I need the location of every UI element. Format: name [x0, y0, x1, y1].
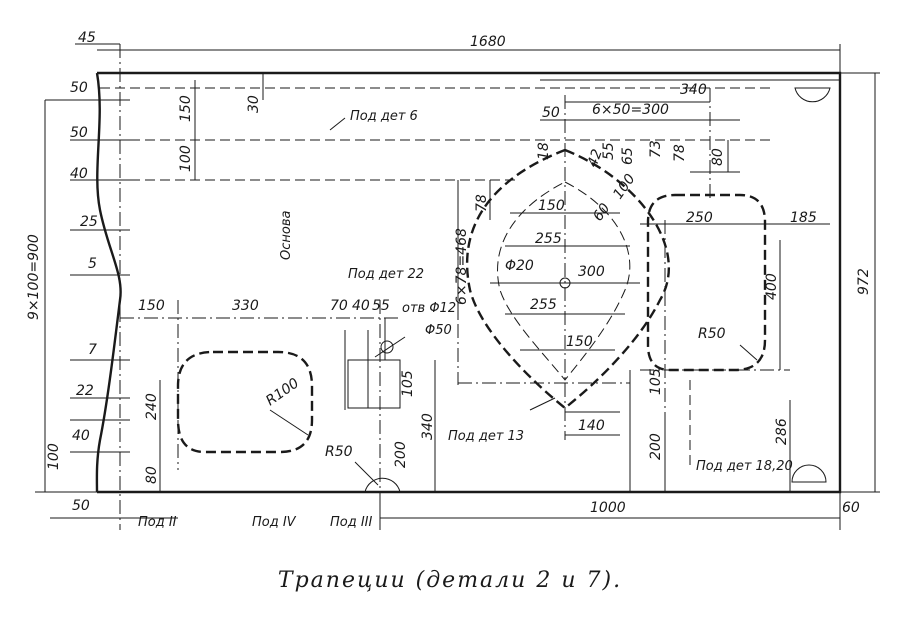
annotation-labels: Под дет 6 Основа Под дет 22 отв Φ12 Φ50 …	[138, 109, 793, 530]
dim-right-200: 200	[648, 433, 664, 460]
dim-left-25: 25	[80, 214, 98, 230]
dim-6x50: 6×50=300	[592, 102, 669, 118]
label-pod-det-18-20: Под дет 18,20	[696, 459, 793, 474]
right-window	[646, 193, 767, 372]
dim-40: 40	[352, 298, 370, 314]
label-pod-IV: Под IV	[252, 515, 297, 530]
dim-80: 80	[144, 466, 160, 484]
dim-left-22: 22	[76, 383, 94, 399]
dim-oval-150-bot: 150	[566, 334, 593, 350]
label-osnova: Основа	[279, 211, 294, 260]
dim-left-100: 100	[46, 443, 62, 470]
figure-caption: Трапеции (детали 2 и 7).	[277, 568, 623, 593]
dim-240: 240	[144, 393, 160, 420]
dim-left-50a: 50	[70, 80, 88, 96]
dim-oval-150-top: 150	[538, 198, 565, 214]
dim-oval-300: 300	[578, 264, 605, 280]
dim-1000: 1000	[590, 500, 626, 516]
dim-oval-18: 18	[536, 142, 552, 160]
construction-lines	[100, 44, 790, 530]
dim-60: 60	[842, 500, 860, 516]
part-outline	[35, 71, 880, 494]
dim-oval-78a: 78	[672, 144, 688, 162]
dim-right-250: 250	[686, 210, 713, 226]
dim-900: 9×100=900	[26, 234, 42, 320]
dim-bottom-50: 50	[72, 498, 90, 514]
dim-oval-78b: 78	[474, 194, 490, 212]
dim-oval-100: 100	[610, 171, 638, 202]
dim-left-40a: 40	[70, 166, 88, 182]
dim-right-400: 400	[764, 273, 780, 300]
dim-oval-73: 73	[648, 140, 664, 158]
dimension-texts: 45 1680 340 6×50=300 50 50 50 40 25 5 7 …	[26, 30, 872, 516]
dim-oval-468: 6×78=468	[454, 228, 470, 305]
dim-left-5: 5	[88, 256, 97, 272]
dim-70: 70	[330, 298, 348, 314]
middle-bracket	[347, 330, 406, 409]
dim-200-left: 200	[393, 441, 409, 468]
corner-notches	[364, 87, 831, 493]
dim-972: 972	[856, 268, 872, 295]
dim-R50-left: R50	[325, 444, 353, 460]
label-pod-det-22: Под дет 22	[348, 267, 424, 282]
dim-45: 45	[78, 30, 96, 46]
dim-R100: R100	[263, 375, 302, 409]
dim-left-50b: 50	[70, 125, 88, 141]
label-otv-phi12: отв Φ12	[402, 301, 456, 316]
label-phi50: Φ50	[425, 323, 452, 338]
dimension-lines	[44, 43, 880, 530]
dim-oval-255-bot: 255	[530, 297, 557, 313]
hole-phi12	[380, 340, 394, 354]
dim-330: 330	[232, 298, 259, 314]
dim-oval-255-top: 255	[535, 231, 562, 247]
dim-right-105: 105	[648, 368, 664, 395]
wavy-left-edge	[95, 72, 122, 493]
dim-oval-65: 65	[620, 147, 636, 165]
dim-50-top: 50	[542, 105, 560, 121]
dim-30: 30	[246, 95, 262, 113]
dim-left-7: 7	[88, 342, 97, 358]
dim-R50-right: R50	[698, 326, 726, 342]
dim-right-286: 286	[774, 418, 790, 445]
dim-right-185: 185	[790, 210, 817, 226]
dim-oval-55: 55	[601, 142, 617, 160]
dim-oval-60: 60	[590, 200, 613, 224]
label-pod-det-6: Под дет 6	[350, 109, 418, 124]
dim-340: 340	[680, 82, 707, 98]
dim-150-span: 150	[138, 298, 165, 314]
dim-left-40b: 40	[72, 428, 90, 444]
leader-lines	[269, 117, 758, 486]
dim-oval-140: 140	[578, 418, 605, 434]
left-window	[176, 350, 314, 454]
label-pod-det-13: Под дет 13	[448, 429, 524, 444]
dim-100-row: 100	[178, 145, 194, 172]
dim-phi20: Φ20	[505, 258, 534, 274]
dim-1680: 1680	[470, 34, 506, 50]
dim-340-vert: 340	[420, 413, 436, 440]
central-oval	[465, 148, 670, 410]
dim-oval-80: 80	[710, 148, 726, 166]
label-pod-III: Под III	[330, 515, 373, 530]
dim-150-row: 150	[178, 95, 194, 122]
dim-oval-42: 42	[585, 147, 606, 169]
dim-55: 55	[372, 298, 390, 314]
label-pod-II: Под II	[138, 515, 177, 530]
dim-105-mid: 105	[400, 370, 416, 397]
